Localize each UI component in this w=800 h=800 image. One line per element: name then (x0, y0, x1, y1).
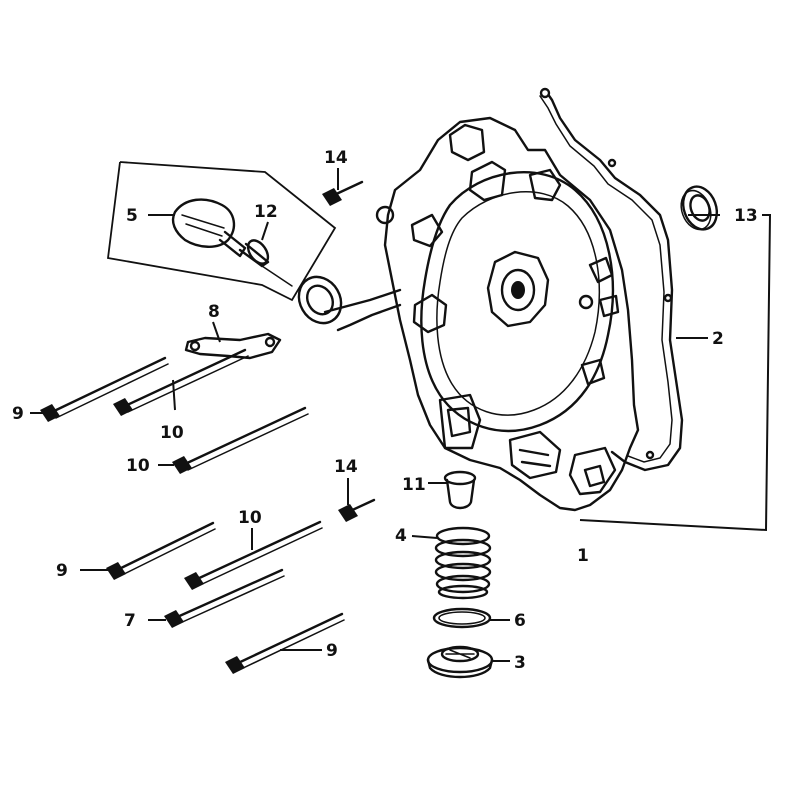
arm-oil-seal (297, 275, 343, 325)
guide-part-8 (184, 332, 282, 360)
callout-11: 11 (402, 475, 426, 495)
callout-8: 8 (208, 302, 220, 322)
crankcase-cover-part-1 (323, 116, 640, 512)
oil-seal-part-13 (680, 185, 719, 231)
gasket-part-2 (539, 87, 684, 472)
callout-6: 6 (514, 611, 526, 631)
leader-lines (30, 168, 772, 662)
bolt-part-9-middle (106, 521, 216, 580)
bolt-part-7 (164, 568, 285, 628)
bolt-part-9-upper (40, 356, 169, 422)
drain-cap-part-3 (426, 645, 494, 679)
callout-14-upper: 14 (324, 148, 348, 168)
bolt-part-10-middle (172, 406, 309, 474)
spring-part-4 (434, 526, 492, 600)
bolt-part-10-upper (113, 348, 249, 416)
callout-10-middle: 10 (126, 456, 150, 476)
callout-1: 1 (577, 546, 589, 566)
bolt-part-14-lower (338, 498, 376, 522)
callout-4: 4 (395, 526, 407, 546)
o-ring-part-12 (246, 239, 270, 265)
callout-9-lower: 9 (326, 641, 338, 661)
callout-9-upper: 9 (12, 404, 24, 424)
bolt-part-10-lower (184, 520, 323, 590)
callout-10-lower: 10 (238, 508, 262, 528)
callout-10-upper: 10 (160, 423, 184, 443)
callout-3: 3 (514, 653, 526, 673)
dipstick-group-box (107, 161, 337, 302)
callout-2: 2 (712, 329, 724, 349)
bolt-part-9-lower (225, 612, 345, 674)
strainer-part-11 (443, 470, 477, 510)
callout-12: 12 (254, 202, 278, 222)
callout-14-lower: 14 (334, 457, 358, 477)
o-ring-part-6 (432, 607, 492, 629)
callout-13: 13 (734, 206, 758, 226)
bolt-part-14-upper (322, 180, 364, 206)
callout-9-middle: 9 (56, 561, 68, 581)
callout-7: 7 (124, 611, 136, 631)
callout-5: 5 (126, 206, 138, 226)
